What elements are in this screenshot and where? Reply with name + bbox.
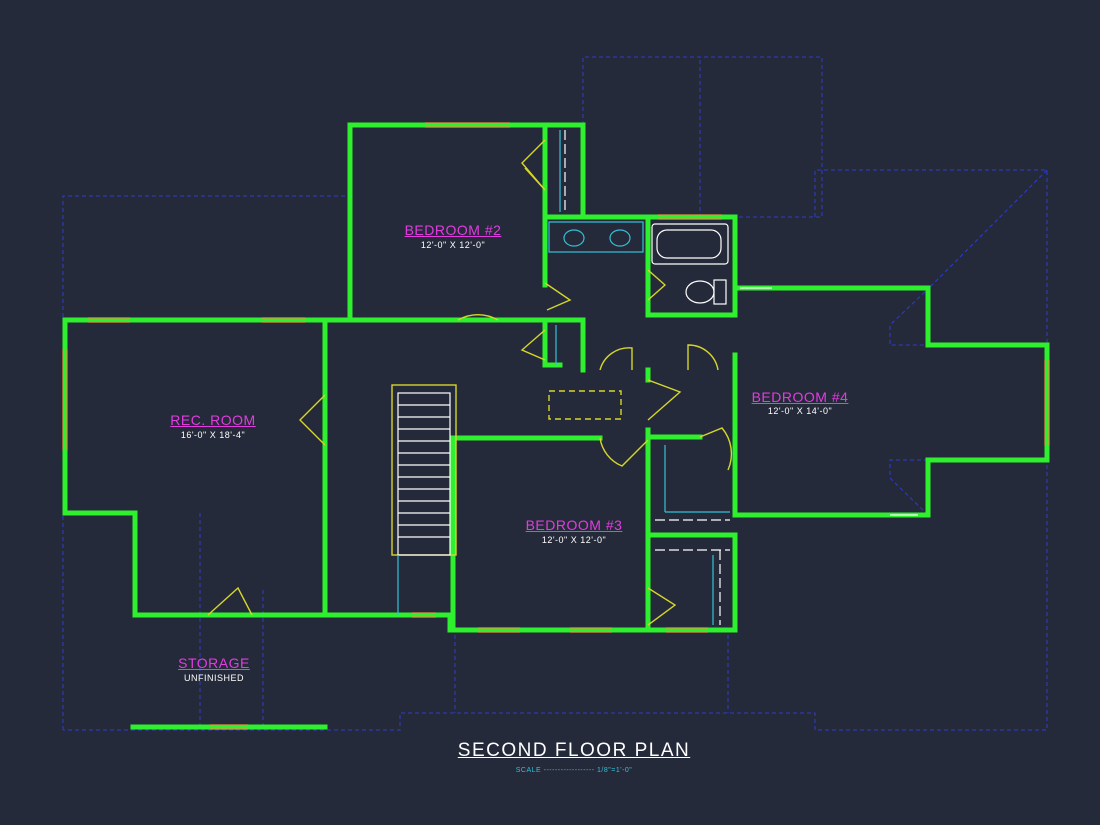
storage-name: STORAGE: [178, 655, 250, 671]
walls: [62, 122, 1050, 730]
rec-room-dims: 16'-0" X 18'-4": [180, 430, 246, 440]
bedroom2-name: BEDROOM #2: [404, 222, 502, 238]
bedroom2-dims: 12'-0" X 12'-0": [420, 240, 486, 250]
bedroom4-dims: 12'-0" X 14'-0": [767, 406, 833, 416]
plan-title: SECOND FLOOR PLAN: [457, 740, 691, 761]
staircase: [391, 384, 457, 615]
bedroom4-name: BEDROOM #4: [751, 389, 849, 405]
bedroom3-dims: 12'-0" X 12'-0": [541, 535, 607, 545]
windows: [62, 122, 1050, 730]
plan-scale: SCALE ------------------ 1/8"=1'-0": [515, 767, 633, 774]
doors: [207, 139, 733, 626]
bathroom-fixtures: [548, 221, 729, 305]
closets: [548, 130, 730, 625]
rec-room-name: REC. ROOM: [170, 412, 256, 428]
storage-dims: UNFINISHED: [183, 673, 245, 683]
bedroom3-name: BEDROOM #3: [525, 517, 623, 533]
